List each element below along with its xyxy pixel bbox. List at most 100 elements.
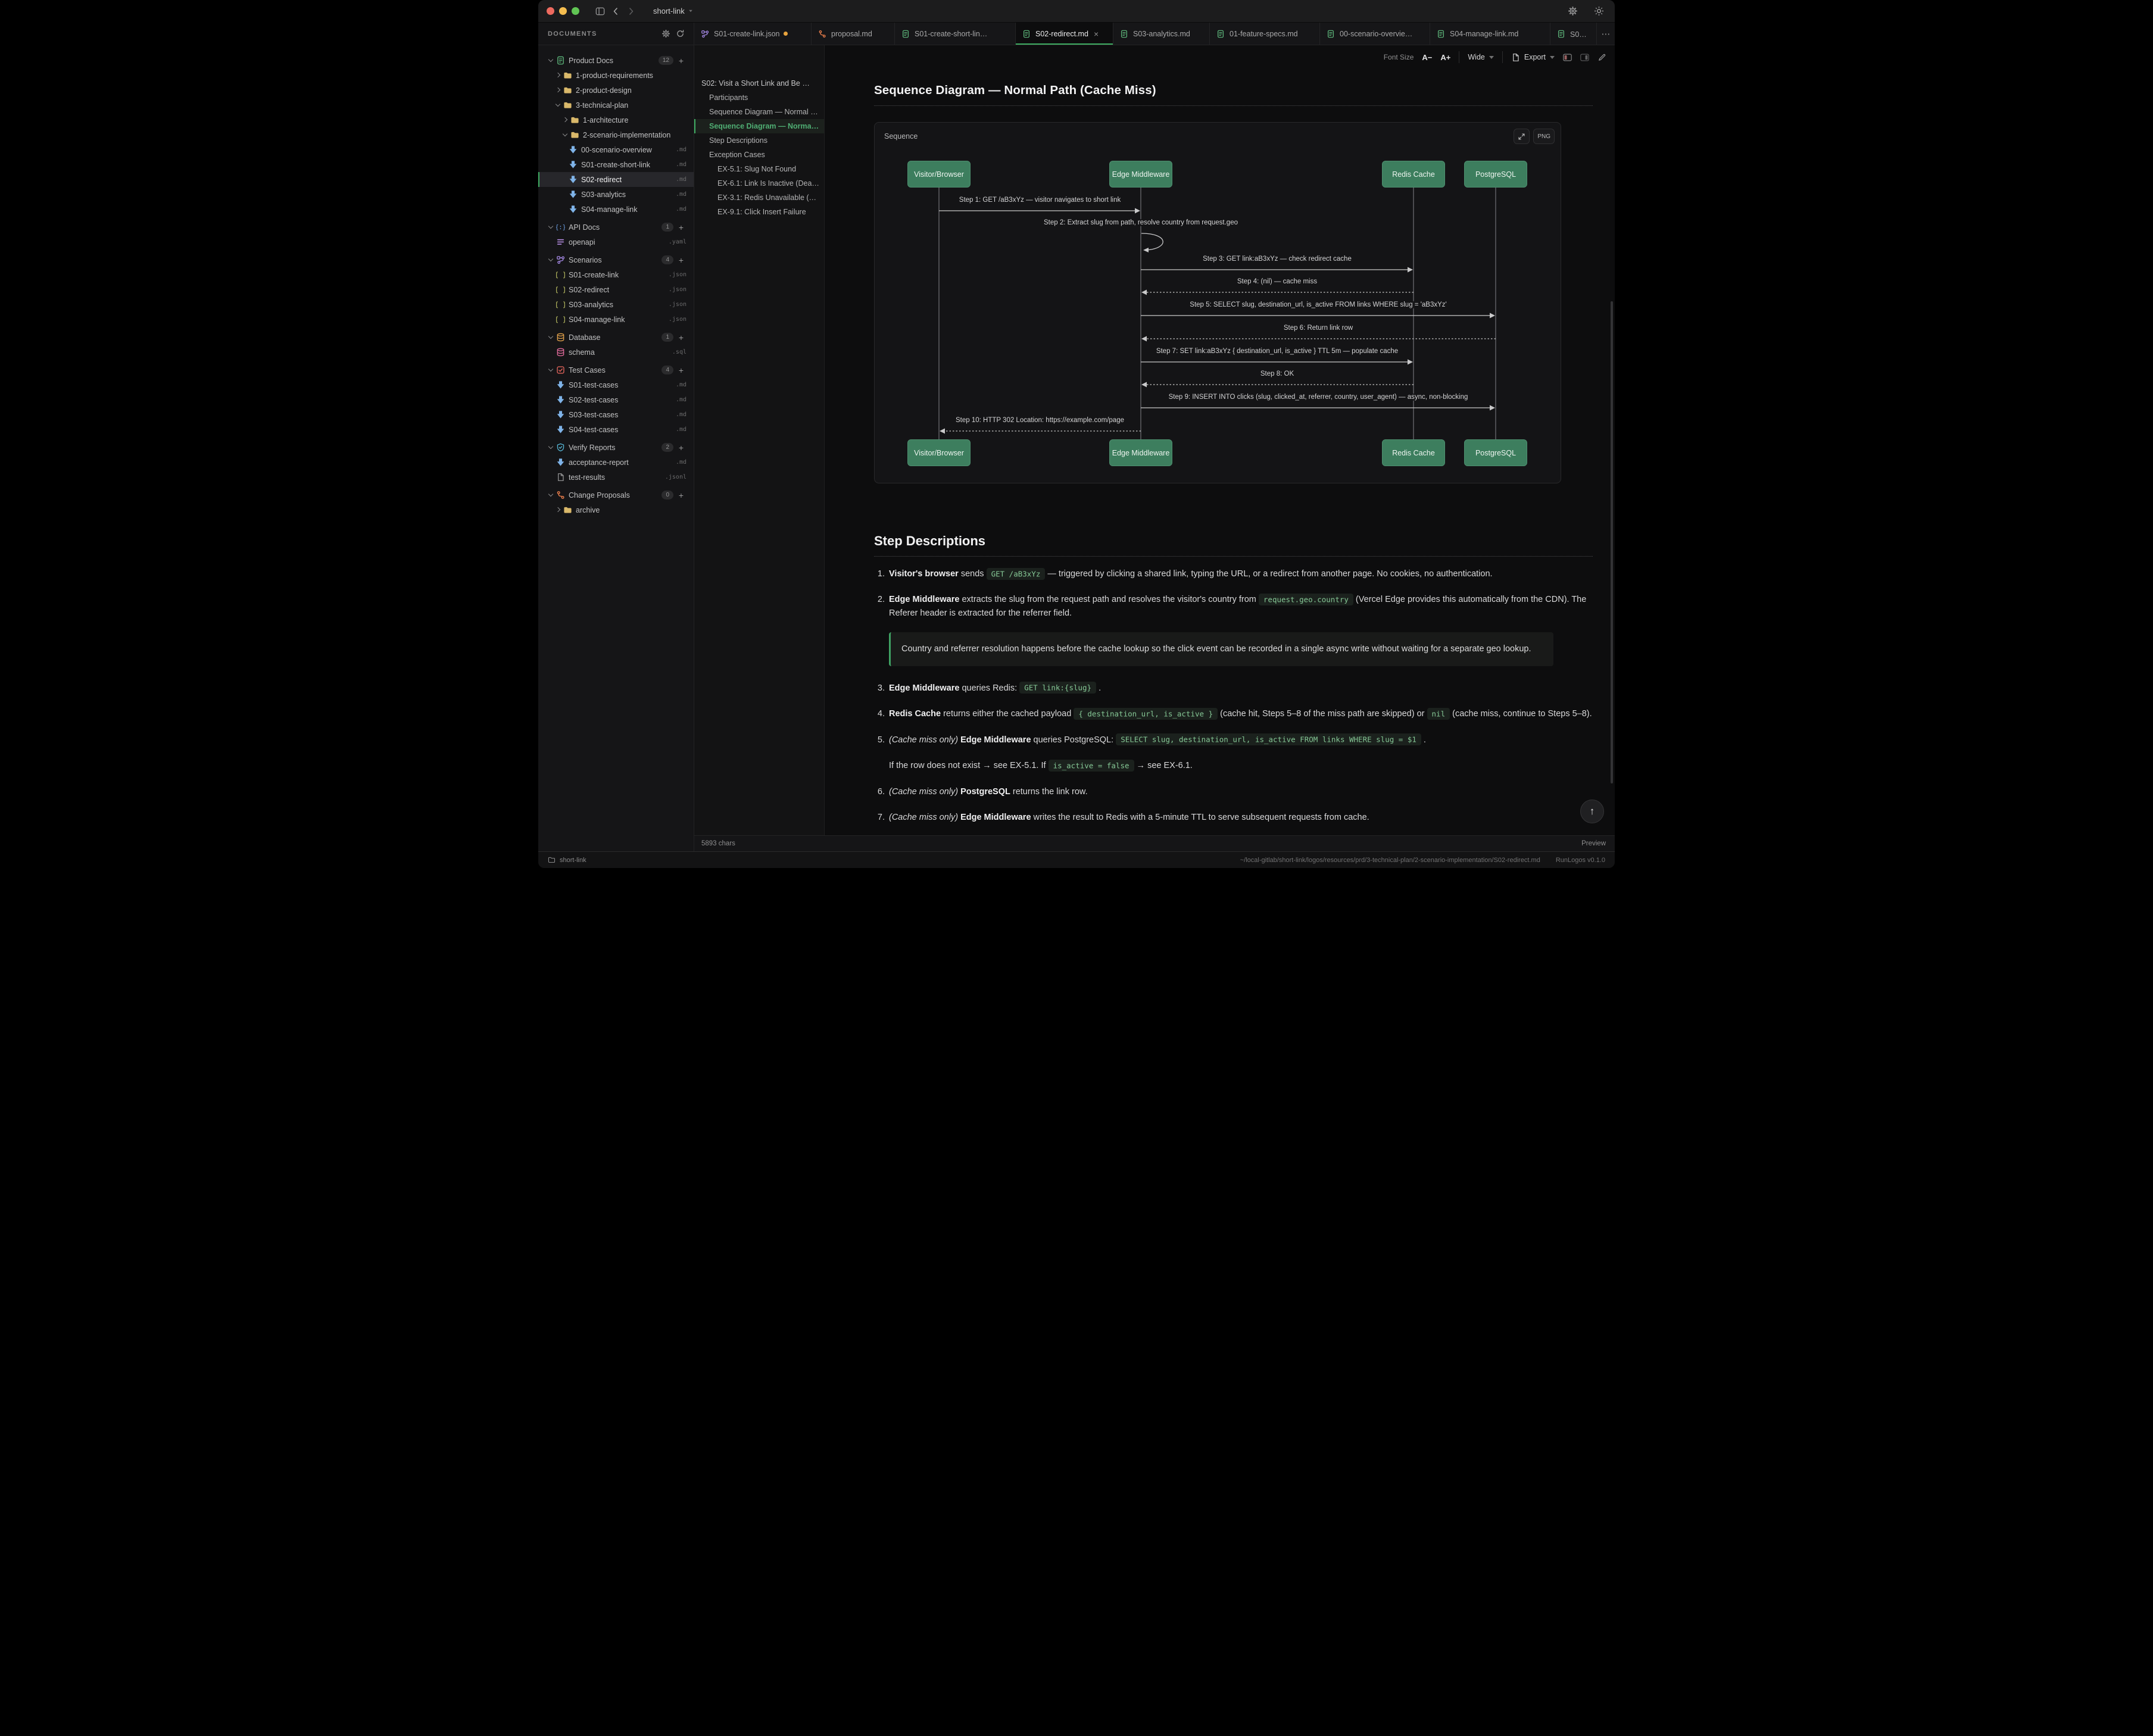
minimize-window-button[interactable] bbox=[559, 7, 567, 15]
outline-item-Step Descriptions[interactable]: Step Descriptions bbox=[694, 133, 824, 148]
sidebar-item-3-technical-plan[interactable]: 3-technical-plan bbox=[538, 98, 694, 113]
file-extension: .md bbox=[671, 459, 687, 466]
scrollbar-thumb[interactable] bbox=[1611, 301, 1613, 783]
sidebar-item-Product Docs[interactable]: Product Docs12+ bbox=[538, 53, 694, 68]
sidebar-item-label: 2-scenario-implementation bbox=[583, 131, 670, 139]
sidebar-item-Verify Reports[interactable]: Verify Reports2+ bbox=[538, 440, 694, 455]
add-item-button[interactable]: + bbox=[676, 491, 687, 500]
theme-toggle-sun-icon[interactable] bbox=[1591, 4, 1606, 19]
sidebar-item-S04-manage-link[interactable]: { }S04-manage-link.json bbox=[538, 312, 694, 327]
toggle-left-panel-icon[interactable] bbox=[1563, 53, 1572, 62]
outline-item-Sequence Diagram — Normal …[interactable]: Sequence Diagram — Normal … bbox=[694, 119, 824, 133]
chevron-down-icon[interactable] bbox=[547, 257, 554, 264]
sidebar-item-label: Product Docs bbox=[569, 57, 613, 65]
tab-S03-analytics.md[interactable]: S03-analytics.md bbox=[1113, 23, 1210, 45]
outline-item-S02: Visit a Short Link and Be …[interactable]: S02: Visit a Short Link and Be … bbox=[694, 76, 824, 90]
tab-S03-管[interactable]: S03-管 bbox=[1550, 23, 1597, 45]
tab-S02-redirect.md[interactable]: S02-redirect.md× bbox=[1016, 23, 1113, 45]
sidebar-item-Change Proposals[interactable]: Change Proposals0+ bbox=[538, 488, 694, 502]
width-mode-dropdown[interactable]: Wide bbox=[1468, 53, 1493, 61]
chevron-down-icon[interactable] bbox=[547, 224, 554, 231]
sidebar-item-S02-redirect[interactable]: { }S02-redirect.json bbox=[538, 282, 694, 297]
sidebar-item-Scenarios[interactable]: Scenarios4+ bbox=[538, 252, 694, 267]
scroll-to-top-button[interactable]: ↑ bbox=[1580, 800, 1604, 823]
sidebar-item-Test Cases[interactable]: Test Cases4+ bbox=[538, 363, 694, 377]
sidebar-item-1-architecture[interactable]: 1-architecture bbox=[538, 113, 694, 127]
chevron-down-icon[interactable] bbox=[547, 367, 554, 374]
window-title[interactable]: short-link bbox=[653, 7, 693, 15]
add-item-button[interactable]: + bbox=[676, 443, 687, 452]
sidebar-item-acceptance-report[interactable]: acceptance-report.md bbox=[538, 455, 694, 470]
sidebar-item-label: 00-scenario-overview bbox=[581, 146, 652, 154]
add-item-button[interactable]: + bbox=[676, 366, 687, 375]
outline-item-Sequence Diagram — Normal P…[interactable]: Sequence Diagram — Normal P… bbox=[694, 105, 824, 119]
chevron-down-icon[interactable] bbox=[554, 102, 561, 109]
chevron-down-icon[interactable] bbox=[547, 334, 554, 341]
tab-00-scenario-overvie…[interactable]: 00-scenario-overvie… bbox=[1320, 23, 1430, 45]
chevron-down-icon[interactable] bbox=[547, 444, 554, 451]
forward-icon[interactable] bbox=[623, 4, 639, 19]
tab-S04-manage-link.md[interactable]: S04-manage-link.md bbox=[1430, 23, 1550, 45]
outline-item-EX-5.1: Slug Not Found[interactable]: EX-5.1: Slug Not Found bbox=[694, 162, 824, 176]
sidebar-item-S01-test-cases[interactable]: S01-test-cases.md bbox=[538, 377, 694, 392]
sidebar-item-API Docs[interactable]: {:}API Docs1+ bbox=[538, 220, 694, 235]
chevron-right-icon[interactable] bbox=[561, 117, 569, 124]
content-area: Font Size A− A+ Wide Export bbox=[825, 45, 1615, 835]
close-window-button[interactable] bbox=[547, 7, 554, 15]
outline-item-Exception Cases[interactable]: Exception Cases bbox=[694, 148, 824, 162]
sidebar-item-S04-test-cases[interactable]: S04-test-cases.md bbox=[538, 422, 694, 437]
add-item-button[interactable]: + bbox=[676, 56, 687, 65]
expand-diagram-button[interactable] bbox=[1514, 129, 1530, 144]
outline-item-EX-3.1: Redis Unavailable (Ca…[interactable]: EX-3.1: Redis Unavailable (Ca… bbox=[694, 191, 824, 205]
chevron-right-icon[interactable] bbox=[554, 72, 561, 79]
tab-S01-create-short-lin…[interactable]: S01-create-short-lin… bbox=[895, 23, 1016, 45]
outline-item-EX-6.1: Link Is Inactive (Deact…[interactable]: EX-6.1: Link Is Inactive (Deact… bbox=[694, 176, 824, 191]
settings-gear-icon[interactable] bbox=[1565, 4, 1580, 19]
chevron-down-icon[interactable] bbox=[547, 57, 554, 64]
sidebar-item-S01-create-link[interactable]: { }S01-create-link.json bbox=[538, 267, 694, 282]
chevron-right-icon[interactable] bbox=[554, 87, 561, 94]
outline-item-Participants[interactable]: Participants bbox=[694, 90, 824, 105]
sidebar-item-archive[interactable]: archive bbox=[538, 502, 694, 517]
add-item-button[interactable]: + bbox=[676, 255, 687, 265]
sidebar-item-openapi[interactable]: openapi.yaml bbox=[538, 235, 694, 249]
sidebar-refresh-icon[interactable] bbox=[673, 27, 687, 40]
sidebar-item-S02-redirect[interactable]: S02-redirect.md bbox=[538, 172, 694, 187]
sidebar-item-schema[interactable]: schema.sql bbox=[538, 345, 694, 360]
sidebar-item-S04-manage-link[interactable]: S04-manage-link.md bbox=[538, 202, 694, 217]
close-tab-icon[interactable]: × bbox=[1094, 29, 1099, 39]
add-item-button[interactable]: + bbox=[676, 333, 687, 342]
sidebar-item-S03-test-cases[interactable]: S03-test-cases.md bbox=[538, 407, 694, 422]
chevron-down-icon[interactable] bbox=[547, 492, 554, 499]
maximize-window-button[interactable] bbox=[572, 7, 579, 15]
edit-pencil-icon[interactable] bbox=[1597, 53, 1606, 62]
sidebar-item-S03-analytics[interactable]: { }S03-analytics.json bbox=[538, 297, 694, 312]
tab-label: 01-feature-specs.md bbox=[1230, 30, 1298, 38]
sidebar-item-S03-analytics[interactable]: S03-analytics.md bbox=[538, 187, 694, 202]
font-increase-button[interactable]: A+ bbox=[1440, 53, 1450, 62]
sidebar-item-S02-test-cases[interactable]: S02-test-cases.md bbox=[538, 392, 694, 407]
outline-item-EX-9.1: Click Insert Failure[interactable]: EX-9.1: Click Insert Failure bbox=[694, 205, 824, 219]
font-decrease-button[interactable]: A− bbox=[1422, 53, 1432, 62]
tab-S01-create-link.json[interactable]: S01-create-link.json bbox=[694, 23, 812, 45]
chevron-down-icon[interactable] bbox=[561, 132, 569, 139]
tab-proposal.md[interactable]: proposal.md bbox=[812, 23, 895, 45]
sidebar-item-2-scenario-implementation[interactable]: 2-scenario-implementation bbox=[538, 127, 694, 142]
sidebar-item-Database[interactable]: Database1+ bbox=[538, 330, 694, 345]
back-icon[interactable] bbox=[608, 4, 623, 19]
add-item-button[interactable]: + bbox=[676, 223, 687, 232]
sidebar-item-2-product-design[interactable]: 2-product-design bbox=[538, 83, 694, 98]
tab-overflow-button[interactable]: ⋯ bbox=[1597, 23, 1615, 45]
sidebar-item-1-product-requirements[interactable]: 1-product-requirements bbox=[538, 68, 694, 83]
sidebar-toggle-icon[interactable] bbox=[592, 4, 608, 19]
export-png-button[interactable]: PNG bbox=[1533, 129, 1555, 144]
sidebar-item-00-scenario-overview[interactable]: 00-scenario-overview.md bbox=[538, 142, 694, 157]
count-badge: 4 bbox=[661, 366, 673, 374]
tab-01-feature-specs.md[interactable]: 01-feature-specs.md bbox=[1210, 23, 1320, 45]
sidebar-item-S01-create-short-link[interactable]: S01-create-short-link.md bbox=[538, 157, 694, 172]
sidebar-item-test-results[interactable]: test-results.jsonl bbox=[538, 470, 694, 485]
toggle-right-panel-icon[interactable] bbox=[1580, 53, 1589, 62]
export-button[interactable]: Export bbox=[1511, 53, 1555, 62]
sidebar-settings-icon[interactable] bbox=[659, 27, 672, 40]
chevron-right-icon[interactable] bbox=[554, 507, 561, 514]
